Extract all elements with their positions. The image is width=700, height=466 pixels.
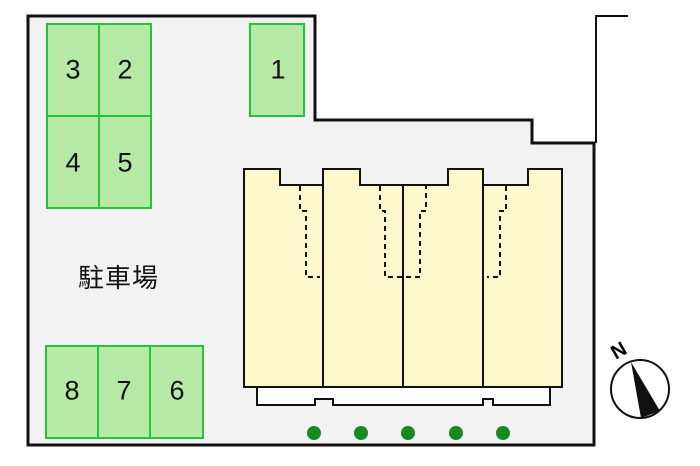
parking-space-4 xyxy=(46,115,100,209)
parking-space-5 xyxy=(98,115,152,209)
parking-space-7 xyxy=(97,345,151,439)
parking-lot-label: 駐車場 xyxy=(78,263,160,293)
building-porch xyxy=(256,386,551,406)
compass-icon xyxy=(610,359,670,419)
parking-number-4: 4 xyxy=(65,147,81,178)
neighbor-boundary xyxy=(595,15,628,143)
interior-stairs xyxy=(299,186,507,278)
parking-number-1: 1 xyxy=(270,54,286,85)
parking-number-3: 3 xyxy=(65,54,81,85)
building-unit-4 xyxy=(482,168,563,388)
parking-number-2: 2 xyxy=(117,54,133,85)
tree xyxy=(354,426,368,440)
parking-number-7: 7 xyxy=(116,375,132,406)
parking-number-5: 5 xyxy=(117,147,133,178)
parking-space-2 xyxy=(98,23,152,117)
parking-number-8: 8 xyxy=(64,375,80,406)
parking-number-6: 6 xyxy=(169,375,185,406)
tree xyxy=(449,426,463,440)
tree xyxy=(307,426,321,440)
parking-space-1 xyxy=(249,23,305,117)
parking-space-8 xyxy=(45,345,99,439)
building-unit-3 xyxy=(402,168,484,388)
tree xyxy=(401,426,415,440)
tree xyxy=(496,426,510,440)
parking-space-6 xyxy=(149,345,204,439)
